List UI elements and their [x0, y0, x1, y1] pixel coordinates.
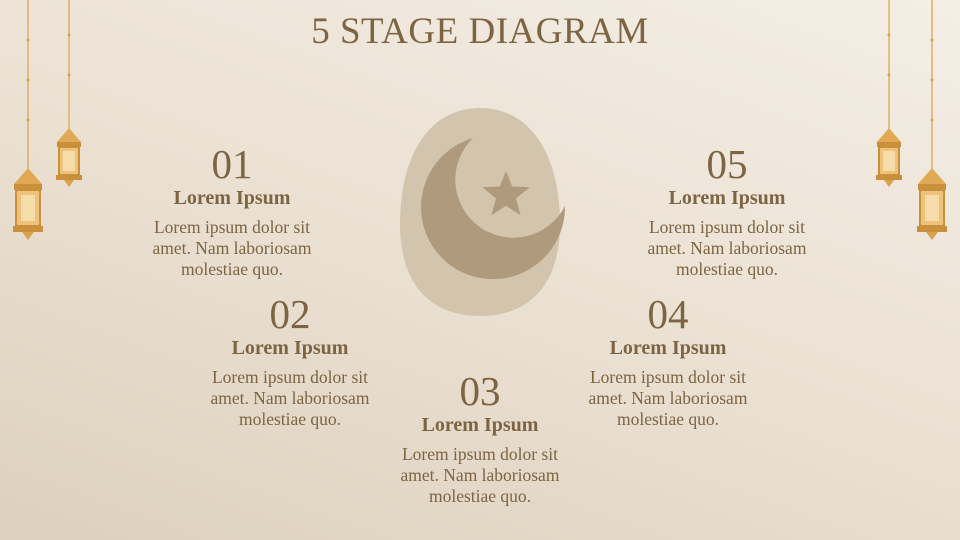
stage-heading: Lorem Ipsum	[173, 187, 291, 209]
stage-number: 02	[269, 291, 311, 337]
hanging-lantern-icon	[13, 0, 43, 240]
stage-heading: Lorem Ipsum	[231, 337, 349, 359]
hanging-lantern-icon	[56, 0, 82, 187]
stage-number: 05	[706, 141, 748, 187]
crescent-moon-star-icon	[400, 108, 565, 316]
stage-heading: Lorem Ipsum	[609, 337, 727, 359]
stage-number: 01	[211, 141, 253, 187]
stage-number: 04	[647, 291, 689, 337]
stage-heading: Lorem Ipsum	[668, 187, 786, 209]
stage-number: 03	[459, 368, 501, 414]
hanging-lantern-icon	[917, 0, 947, 240]
stage-heading: Lorem Ipsum	[421, 414, 539, 436]
page-title: 5 STAGE DIAGRAM	[311, 11, 649, 52]
hanging-lantern-icon	[876, 0, 902, 187]
